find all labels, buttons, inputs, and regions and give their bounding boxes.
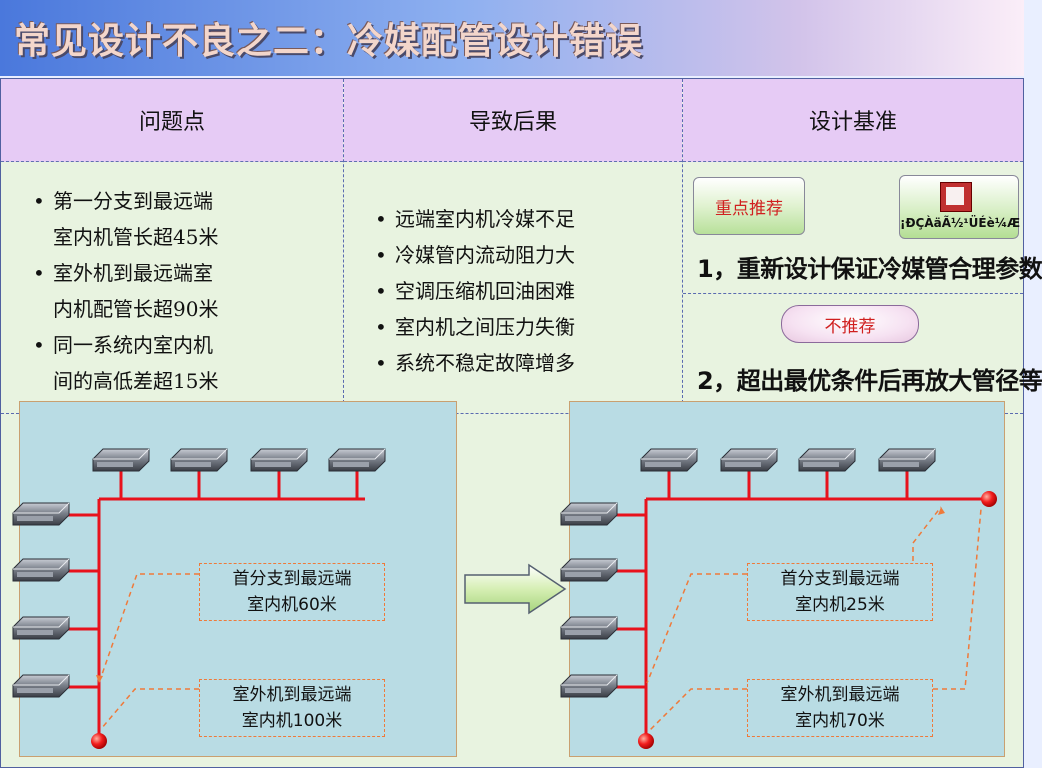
document-icon <box>940 182 972 212</box>
outdoor-unit-node-icon <box>91 733 107 749</box>
slide-title: 常见设计不良之二：冷媒配管设计错误 <box>14 20 644 62</box>
indoor-unit-icon <box>12 558 70 582</box>
outdoor-unit-node-icon <box>638 733 654 749</box>
list-item: 间的高低差超15米 <box>53 369 219 393</box>
leader-lines <box>98 506 982 732</box>
header-problems: 问题点 <box>1 79 343 162</box>
standard-2-text: 2，超出最优条件后再放大管径等 <box>697 367 1042 395</box>
indoor-unit-icon <box>92 448 150 472</box>
list-item: •第一分支到最远端 <box>33 189 213 213</box>
indoor-unit-icon <box>12 502 70 526</box>
list-item: •系统不稳定故障增多 <box>375 351 575 375</box>
indoor-unit-icon <box>878 448 936 472</box>
indoor-unit-icon <box>798 448 856 472</box>
list-item: •室外机到最远端室 <box>33 261 213 285</box>
column-divider <box>682 79 683 413</box>
header-standards: 设计基准 <box>683 79 1023 162</box>
indoor-unit-icon <box>560 502 618 526</box>
standards-row-divider <box>683 293 1023 294</box>
indoor-unit-icon <box>250 448 308 472</box>
standard-1-text: 1，重新设计保证冷媒管合理参数 <box>697 255 1042 283</box>
list-item: 室内机管长超45米 <box>53 225 219 249</box>
right-note-outdoor: 室外机到最远端室内机70米 <box>747 679 933 737</box>
content-area: 问题点 导致后果 设计基准 •第一分支到最远端 室内机管长超45米 •室外机到最… <box>0 78 1042 768</box>
embedded-document-button[interactable]: ¡ÐÇÀäÃ½¹ÜÉè¼Æ <box>899 175 1021 239</box>
indoor-unit-icon <box>640 448 698 472</box>
farthest-unit-node-icon <box>981 491 997 507</box>
document-caption: ¡ÐÇÀäÃ½¹ÜÉè¼Æ <box>900 216 1021 230</box>
indoor-unit-icon <box>12 616 70 640</box>
title-bar: 常见设计不良之二：冷媒配管设计错误 <box>0 0 1024 76</box>
list-item: •室内机之间压力失衡 <box>375 315 575 339</box>
indoor-unit-icon <box>328 448 386 472</box>
indoor-unit-icon <box>170 448 228 472</box>
leader-arrowheads <box>96 507 945 683</box>
pipe-layer <box>12 448 997 749</box>
recommended-badge[interactable]: 重点推荐 <box>693 177 805 235</box>
indoor-unit-icon <box>560 616 618 640</box>
indoor-unit-icon <box>720 448 778 472</box>
column-divider <box>343 79 344 413</box>
list-item: •同一系统内室内机 <box>33 333 213 357</box>
list-item: •冷媒管内流动阻力大 <box>375 243 575 267</box>
not-recommended-badge[interactable]: 不推荐 <box>781 305 919 343</box>
list-item: •空调压缩机回油困难 <box>375 279 575 303</box>
right-arrow-icon <box>464 563 567 615</box>
indoor-unit-icon <box>560 558 618 582</box>
indoor-unit-icon <box>12 674 70 698</box>
table-bottom-divider <box>1 413 1023 414</box>
left-note-outdoor: 室外机到最远端室内机100米 <box>199 679 385 737</box>
list-item: •远端室内机冷媒不足 <box>375 207 575 231</box>
right-note-branch: 首分支到最远端室内机25米 <box>747 563 933 621</box>
left-note-branch: 首分支到最远端室内机60米 <box>199 563 385 621</box>
list-item: 内机配管长超90米 <box>53 297 219 321</box>
header-consequences: 导致后果 <box>344 79 682 162</box>
indoor-unit-icon <box>560 674 618 698</box>
consequences-list: •远端室内机冷媒不足 •冷媒管内流动阻力大 •空调压缩机回油困难 •室内机之间压… <box>375 201 575 381</box>
problems-list: •第一分支到最远端 室内机管长超45米 •室外机到最远端室 内机配管长超90米 … <box>33 183 218 399</box>
